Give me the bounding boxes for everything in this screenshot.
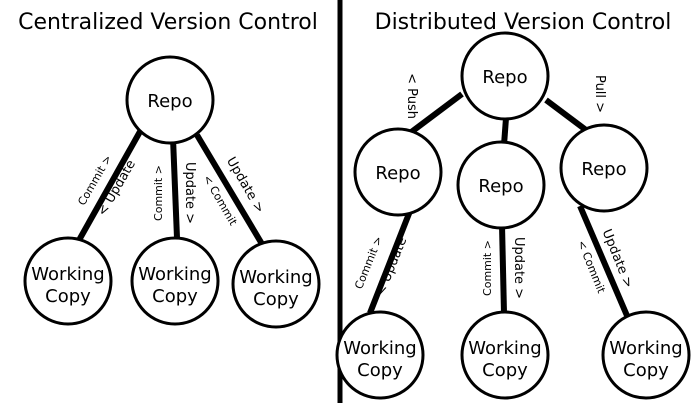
right-working-copy-1: Working Copy xyxy=(335,310,425,400)
right-top-repo-node: Repo xyxy=(460,31,550,121)
left-edge-repo-wc3 xyxy=(194,133,265,246)
right-repo1-label: Repo xyxy=(375,163,420,184)
left-edges xyxy=(75,126,265,246)
left-commit-label-2: Commit > xyxy=(152,165,165,221)
left-wc2-line2: Copy xyxy=(152,286,198,307)
right-edge-top-repo3 xyxy=(544,97,592,136)
right-wc2-line2: Copy xyxy=(482,360,528,381)
left-wc3-line1: Working xyxy=(239,267,312,288)
left-wc3-line2: Copy xyxy=(253,289,299,310)
left-working-copy-1: Working Copy xyxy=(23,236,113,326)
right-repo-node-1: Repo xyxy=(353,127,443,217)
right-working-copy-3: Working Copy xyxy=(601,310,691,400)
left-wc2-line1: Working xyxy=(138,264,211,285)
left-working-copy-2: Working Copy xyxy=(130,236,220,326)
right-wc3-line2: Copy xyxy=(623,360,669,381)
distributed-title: Distributed Version Control xyxy=(375,10,672,35)
left-repo-node: Repo xyxy=(125,55,215,145)
right-wc1-line1: Working xyxy=(343,338,416,359)
right-update-label-2: Update > xyxy=(511,237,526,299)
right-wc2-line1: Working xyxy=(468,338,541,359)
right-edge-top-repo1 xyxy=(408,91,464,136)
centralized-title: Centralized Version Control xyxy=(18,10,318,35)
left-repo-label: Repo xyxy=(147,91,192,112)
right-repo3-label: Repo xyxy=(581,159,626,180)
right-wc1-line2: Copy xyxy=(357,360,403,381)
left-working-copy-3: Working Copy xyxy=(231,239,321,329)
right-edge-repo1-wc1 xyxy=(367,209,413,315)
push-label: < Push xyxy=(404,73,419,119)
right-wc3-line1: Working xyxy=(609,338,682,359)
right-edge-repo2-wc2 xyxy=(499,224,507,314)
left-update-label-2: Update > xyxy=(182,162,197,224)
right-edges xyxy=(367,91,631,320)
right-repo2-label: Repo xyxy=(478,176,523,197)
right-edge-top-repo2 xyxy=(501,117,509,146)
right-working-copy-2: Working Copy xyxy=(460,310,550,400)
left-wc1-line2: Copy xyxy=(45,286,91,307)
right-commit-label-2: Commit > xyxy=(481,240,494,296)
pull-label: Pull > xyxy=(592,75,607,113)
right-repo-node-3: Repo xyxy=(559,123,649,213)
right-repo-node-2: Repo xyxy=(456,140,546,230)
left-edge-repo-wc1 xyxy=(75,126,145,244)
right-edge-repo3-wc3 xyxy=(577,204,631,320)
left-wc1-line1: Working xyxy=(31,264,104,285)
right-top-repo-label: Repo xyxy=(482,67,527,88)
left-edge-repo-wc2 xyxy=(170,137,180,239)
